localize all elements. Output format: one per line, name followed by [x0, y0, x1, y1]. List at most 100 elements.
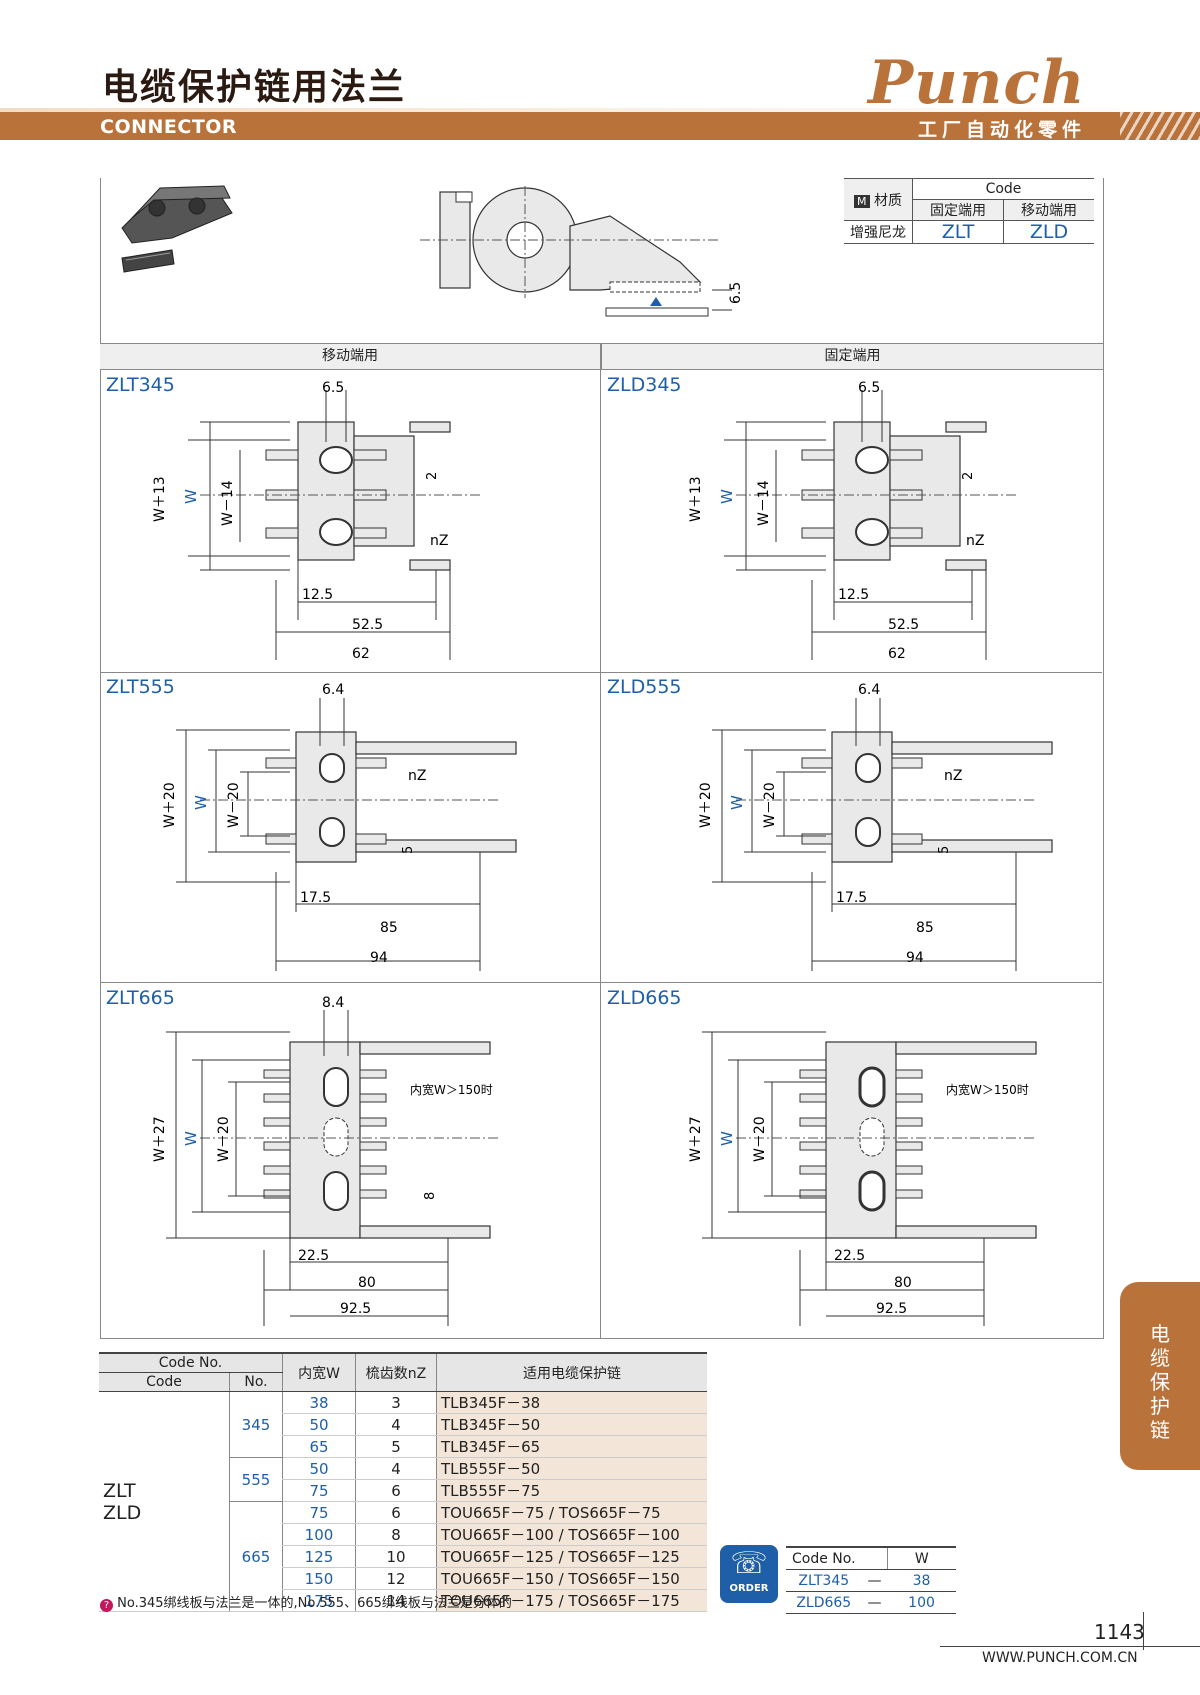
hole-dim-555-l: 6.4 — [322, 682, 344, 698]
nz-cell: 10 — [355, 1545, 437, 1568]
d3-dim-345-r: 62 — [888, 646, 906, 662]
side-tab-char: 链 — [1150, 1418, 1170, 1442]
side-tab-char: 电 — [1150, 1322, 1170, 1346]
phone-icon: ☏ — [730, 1546, 768, 1581]
material-label: 材质 — [873, 192, 902, 209]
note-text: No.345绑线板与法兰是一体的,No.555、665绑线板与法兰是分体的 — [117, 1596, 512, 1611]
wplus-dim-345-r: W＋13 — [688, 476, 704, 522]
side-tab-char: 保 — [1150, 1370, 1170, 1394]
side-category-tab[interactable]: 电 缆 保 护 链 — [1120, 1282, 1200, 1470]
drawing-frame — [100, 178, 1104, 1339]
d1-dim-665-l: 22.5 — [298, 1248, 329, 1264]
d3-dim-555-r: 94 — [906, 950, 924, 966]
column-fixed-end: 固定端用 — [601, 343, 1103, 370]
header-teeth: 梳齿数nZ — [355, 1352, 437, 1392]
w-cell: 100 — [282, 1523, 356, 1546]
column-moving-end: 移动端用 — [100, 343, 600, 370]
d1-dim-345-r: 12.5 — [838, 587, 869, 603]
no-665: 665 — [229, 1501, 283, 1612]
nz-cell: 4 — [355, 1457, 437, 1480]
wplus-dim-555-r: W＋20 — [698, 782, 714, 828]
table-row: 100 8 TOU665F－100 / TOS665F－100 — [99, 1523, 707, 1546]
chain-cell: TOU665F－75 / TOS665F－75 — [436, 1501, 707, 1524]
nz-label-555-r: nZ — [944, 768, 962, 784]
wminus-dim-345-l: W－14 — [220, 480, 236, 526]
side-tab-char: 缆 — [1150, 1346, 1170, 1370]
wminus-dim-665-l: W－20 — [216, 1116, 232, 1162]
nz-cell: 14 — [355, 1589, 437, 1612]
model-label-zlt665: ZLT665 — [106, 987, 175, 1009]
drawing-zld665: W＋27 W W－20 内宽W＞150时 22.5 80 92.5 — [688, 1031, 1037, 1326]
hole-dim-555-r: 6.4 — [858, 682, 880, 698]
order-header-code: Code No. — [786, 1546, 862, 1570]
fixed-end-header: 固定端用 — [912, 199, 1004, 221]
page-title: 电缆保护链用法兰 — [102, 67, 407, 108]
order-row: ZLD665 — 100 — [786, 1591, 956, 1614]
nz-cell: 6 — [355, 1501, 437, 1524]
small-dim-345-r: 2 — [961, 472, 976, 480]
code-zld: ZLD — [103, 1501, 142, 1524]
nz-label-555-l: nZ — [408, 768, 426, 784]
page-number: 1143 — [1094, 1620, 1145, 1644]
d1-dim-665-r: 22.5 — [834, 1248, 865, 1264]
chain-cell: TOU665F－175 / TOS665F－175 — [436, 1589, 707, 1612]
d2-dim-665-r: 80 — [894, 1275, 912, 1291]
wplus-dim-345-l: W＋13 — [152, 476, 168, 522]
material-value: 增强尼龙 — [844, 220, 913, 244]
nz-label-345-l: nZ — [430, 533, 448, 549]
d1-dim-345-l: 12.5 — [302, 587, 333, 603]
chain-cell: TOU665F－150 / TOS665F－150 — [436, 1567, 707, 1590]
order-w: 38 — [887, 1569, 956, 1592]
model-label-zlt345: ZLT345 — [106, 374, 175, 396]
order-example-table: Code No. W ZLT345 — 38 ZLD665 — 100 — [786, 1546, 956, 1614]
model-label-zld555: ZLD555 — [607, 676, 682, 698]
chain-cell: TLB555F－50 — [436, 1457, 707, 1480]
w-cell: 38 — [282, 1391, 356, 1414]
chain-cell: TLB345F－65 — [436, 1435, 707, 1458]
order-code: ZLT345 — [786, 1569, 862, 1592]
w-cell: 50 — [282, 1457, 356, 1480]
product-photo — [121, 185, 233, 273]
d2-dim-665-l: 80 — [358, 1275, 376, 1291]
grid-divider-1 — [100, 672, 1102, 673]
material-header: M 材质 — [844, 178, 913, 221]
wminus-dim-555-l: W－20 — [226, 782, 242, 828]
table-row: 65 5 TLB345F－65 — [99, 1435, 707, 1458]
top-dim-label: 6.5 — [728, 282, 744, 304]
hole-dim-665-l: 8.4 — [322, 995, 344, 1011]
d2-dim-555-r: 85 — [916, 920, 934, 936]
d3-dim-555-l: 94 — [370, 950, 388, 966]
hole-dim-345-l: 6.5 — [322, 380, 344, 396]
wminus-dim-345-r: W－14 — [756, 480, 772, 526]
order-dash: — — [861, 1591, 888, 1614]
code-zlt: ZLT — [103, 1479, 136, 1502]
small-dim-555-l: 5 — [401, 846, 416, 854]
chain-cell: TOU665F－125 / TOS665F－125 — [436, 1545, 707, 1568]
d3-dim-665-l: 92.5 — [340, 1301, 371, 1317]
w-cell: 125 — [282, 1545, 356, 1568]
nz-cell: 5 — [355, 1435, 437, 1458]
order-code: ZLD665 — [786, 1591, 862, 1614]
material-code-table: M 材质 Code 固定端用 移动端用 增强尼龙 ZLT ZLD — [844, 178, 1094, 244]
table-row: 175 14 TOU665F－175 / TOS665F－175 — [99, 1589, 707, 1612]
drawing-zlt665: 8.4 W＋27 W W－20 8 内宽W＞150时 22.5 80 92.5 — [152, 995, 500, 1326]
header-fade — [0, 108, 1200, 114]
order-dash: — — [861, 1569, 888, 1592]
fixed-code: ZLT — [912, 220, 1004, 244]
header-code-no: Code No. — [99, 1352, 283, 1373]
chain-cell: TOU665F－100 / TOS665F－100 — [436, 1523, 707, 1546]
small-dim-665-l: 8 — [423, 1192, 438, 1200]
wplus-dim-665-r: W＋27 — [688, 1116, 704, 1162]
w-cell: 75 — [282, 1501, 356, 1524]
chain-cell: TLB555F－75 — [436, 1479, 707, 1502]
model-label-zld665: ZLD665 — [607, 987, 682, 1009]
w-dim-555-r: W — [728, 795, 746, 810]
wplus-dim-555-l: W＋20 — [162, 782, 178, 828]
nz-cell: 12 — [355, 1567, 437, 1590]
note-665-r: 内宽W＞150时 — [946, 1082, 1029, 1097]
website-link[interactable]: WWW.PUNCH.COM.CN — [982, 1650, 1138, 1666]
w-cell: 175 — [282, 1589, 356, 1612]
order-badge: ☏ ORDER — [720, 1545, 778, 1603]
w-dim-555-l: W — [192, 795, 210, 810]
d3-dim-345-l: 62 — [352, 646, 370, 662]
